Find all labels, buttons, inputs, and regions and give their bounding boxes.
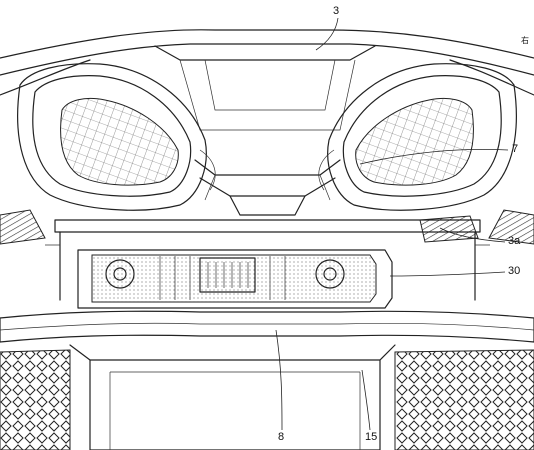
crossbar xyxy=(0,310,534,343)
ref-8: 8 xyxy=(278,431,285,443)
ref-3: 3 xyxy=(333,5,340,17)
upper-cowl xyxy=(0,29,534,131)
side-grilles xyxy=(0,209,534,245)
headlight-right xyxy=(318,63,517,211)
lower-section xyxy=(0,344,534,450)
corner-mark: 右 xyxy=(521,36,529,45)
ref-15: 15 xyxy=(365,431,378,443)
ref-3a: 3a xyxy=(508,235,521,247)
ref-7: 7 xyxy=(512,143,519,155)
leader-lines xyxy=(275,17,509,431)
ref-30: 30 xyxy=(508,265,521,277)
electrical-unit xyxy=(77,249,393,309)
center-nose xyxy=(194,159,341,216)
headlight-left xyxy=(17,63,216,211)
frame-bracket xyxy=(45,219,490,301)
